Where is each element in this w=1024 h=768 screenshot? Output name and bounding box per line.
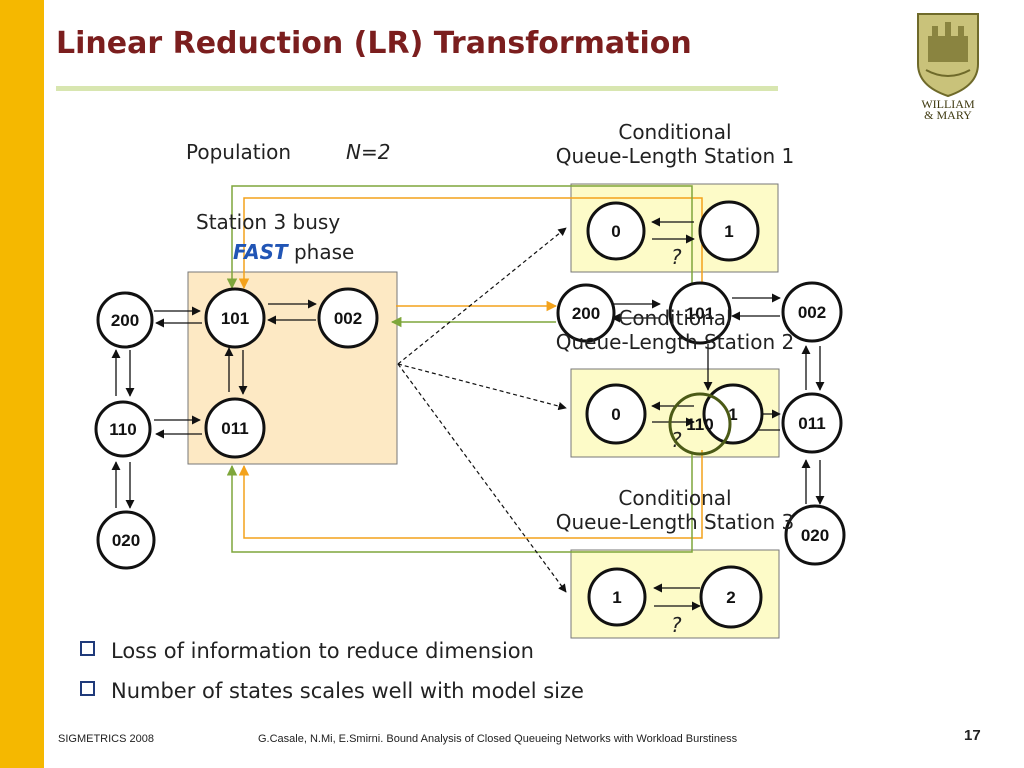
overlay-ctmc-arrows bbox=[610, 293, 825, 505]
svg-text:101: 101 bbox=[221, 309, 249, 328]
svg-text:0: 0 bbox=[611, 222, 620, 241]
slide-title: Linear Reduction (LR) Transformation bbox=[56, 26, 692, 61]
population-value: N=2 bbox=[346, 140, 391, 164]
svg-text:002: 002 bbox=[798, 303, 826, 322]
fast-phase-label: FAST phase bbox=[233, 240, 354, 264]
overlay-state-002: 002 bbox=[781, 281, 843, 343]
overlay-state-110: 110 bbox=[668, 392, 732, 456]
cond-station2-title: Conditional Queue-Length Station 2 bbox=[520, 306, 830, 354]
cond-s3-qmark: ? bbox=[671, 613, 682, 637]
fast-word: FAST bbox=[233, 240, 288, 264]
logo-text-line2: & MARY bbox=[924, 108, 972, 120]
state-002: 002 bbox=[317, 287, 379, 349]
orange-loop-bottom bbox=[238, 450, 703, 539]
overlay-state-200: 200 bbox=[556, 283, 616, 343]
cond-s1-state-0: 0 bbox=[586, 201, 646, 261]
cond-s2-qmark: ? bbox=[671, 428, 682, 452]
svg-text:101: 101 bbox=[686, 304, 714, 323]
svg-text:1: 1 bbox=[724, 222, 733, 241]
overlay-state-011: 011 bbox=[781, 392, 843, 454]
state-200: 200 bbox=[96, 291, 154, 349]
conditional-arrows bbox=[651, 217, 701, 611]
bullet-item: Loss of information to reduce dimension bbox=[80, 636, 584, 676]
dashed-arrow-station1 bbox=[397, 227, 567, 365]
phase-word: phase bbox=[293, 240, 355, 264]
logo-text-line1: WILLIAM bbox=[921, 97, 975, 111]
cond-s2-state-0: 0 bbox=[585, 383, 647, 445]
cond-station3-line1: Conditional bbox=[618, 486, 732, 510]
cond-s1-state-1: 1 bbox=[698, 200, 760, 262]
population-label: Population bbox=[186, 140, 292, 164]
svg-text:110: 110 bbox=[686, 415, 713, 434]
page-number: 17 bbox=[964, 727, 981, 744]
footer-citation: G.Casale, N.Mi, E.Smirni. Bound Analysis… bbox=[258, 733, 738, 745]
bullet-text: Loss of information to reduce dimension bbox=[111, 639, 534, 663]
svg-text:110: 110 bbox=[109, 420, 136, 439]
bullet-item: Number of states scales well with model … bbox=[80, 676, 584, 716]
cond-station3-title: Conditional Queue-Length Station 3 bbox=[520, 486, 830, 534]
state-101: 101 bbox=[204, 287, 266, 349]
svg-text:002: 002 bbox=[334, 309, 362, 328]
state-011: 011 bbox=[204, 397, 266, 459]
bullet-text: Number of states scales well with model … bbox=[111, 679, 584, 703]
state-020: 020 bbox=[96, 510, 156, 570]
svg-text:011: 011 bbox=[221, 419, 248, 438]
svg-text:200: 200 bbox=[572, 304, 600, 323]
cond-station1-title: Conditional Queue-Length Station 1 bbox=[520, 120, 830, 168]
cond-s3-state-2: 2 bbox=[699, 565, 763, 629]
overlay-state-101: 101 bbox=[668, 281, 732, 345]
dashed-arrow-station2 bbox=[397, 363, 567, 411]
cond-s3-state-1: 1 bbox=[587, 567, 647, 627]
cond-station1-line1: Conditional bbox=[618, 120, 732, 144]
green-loop-bottom bbox=[226, 452, 693, 553]
william-mary-logo: WILLIAM & MARY bbox=[917, 13, 979, 120]
svg-text:1: 1 bbox=[612, 588, 621, 607]
left-ctmc-arrows bbox=[111, 299, 317, 509]
cond-station3-line2: Queue-Length Station 3 bbox=[555, 510, 795, 534]
svg-text:020: 020 bbox=[112, 531, 140, 550]
dashed-arrow-station3 bbox=[397, 363, 567, 593]
footer-conference: SIGMETRICS 2008 bbox=[58, 733, 154, 745]
cond-s1-qmark: ? bbox=[671, 245, 682, 269]
cond-station2-line2: Queue-Length Station 2 bbox=[555, 330, 795, 354]
svg-text:020: 020 bbox=[801, 526, 829, 545]
checkbox-bullet-icon bbox=[80, 681, 95, 696]
left-accent-bar bbox=[0, 0, 44, 768]
state-110: 110 bbox=[94, 400, 152, 458]
cond-s2-state-1: 1 bbox=[702, 383, 764, 445]
svg-text:011: 011 bbox=[798, 414, 825, 433]
svg-text:1: 1 bbox=[728, 405, 737, 424]
overlay-state-020: 020 bbox=[784, 504, 846, 566]
cond-station2-line1: Conditional bbox=[618, 306, 732, 330]
svg-text:0: 0 bbox=[611, 405, 620, 424]
svg-text:2: 2 bbox=[726, 588, 735, 607]
station3-busy-label: Station 3 busy bbox=[196, 210, 341, 234]
cond-station1-line2: Queue-Length Station 1 bbox=[555, 144, 795, 168]
bullet-list: Loss of information to reduce dimension … bbox=[80, 636, 584, 716]
title-underline bbox=[56, 86, 778, 91]
checkbox-bullet-icon bbox=[80, 641, 95, 656]
svg-text:200: 200 bbox=[111, 311, 139, 330]
